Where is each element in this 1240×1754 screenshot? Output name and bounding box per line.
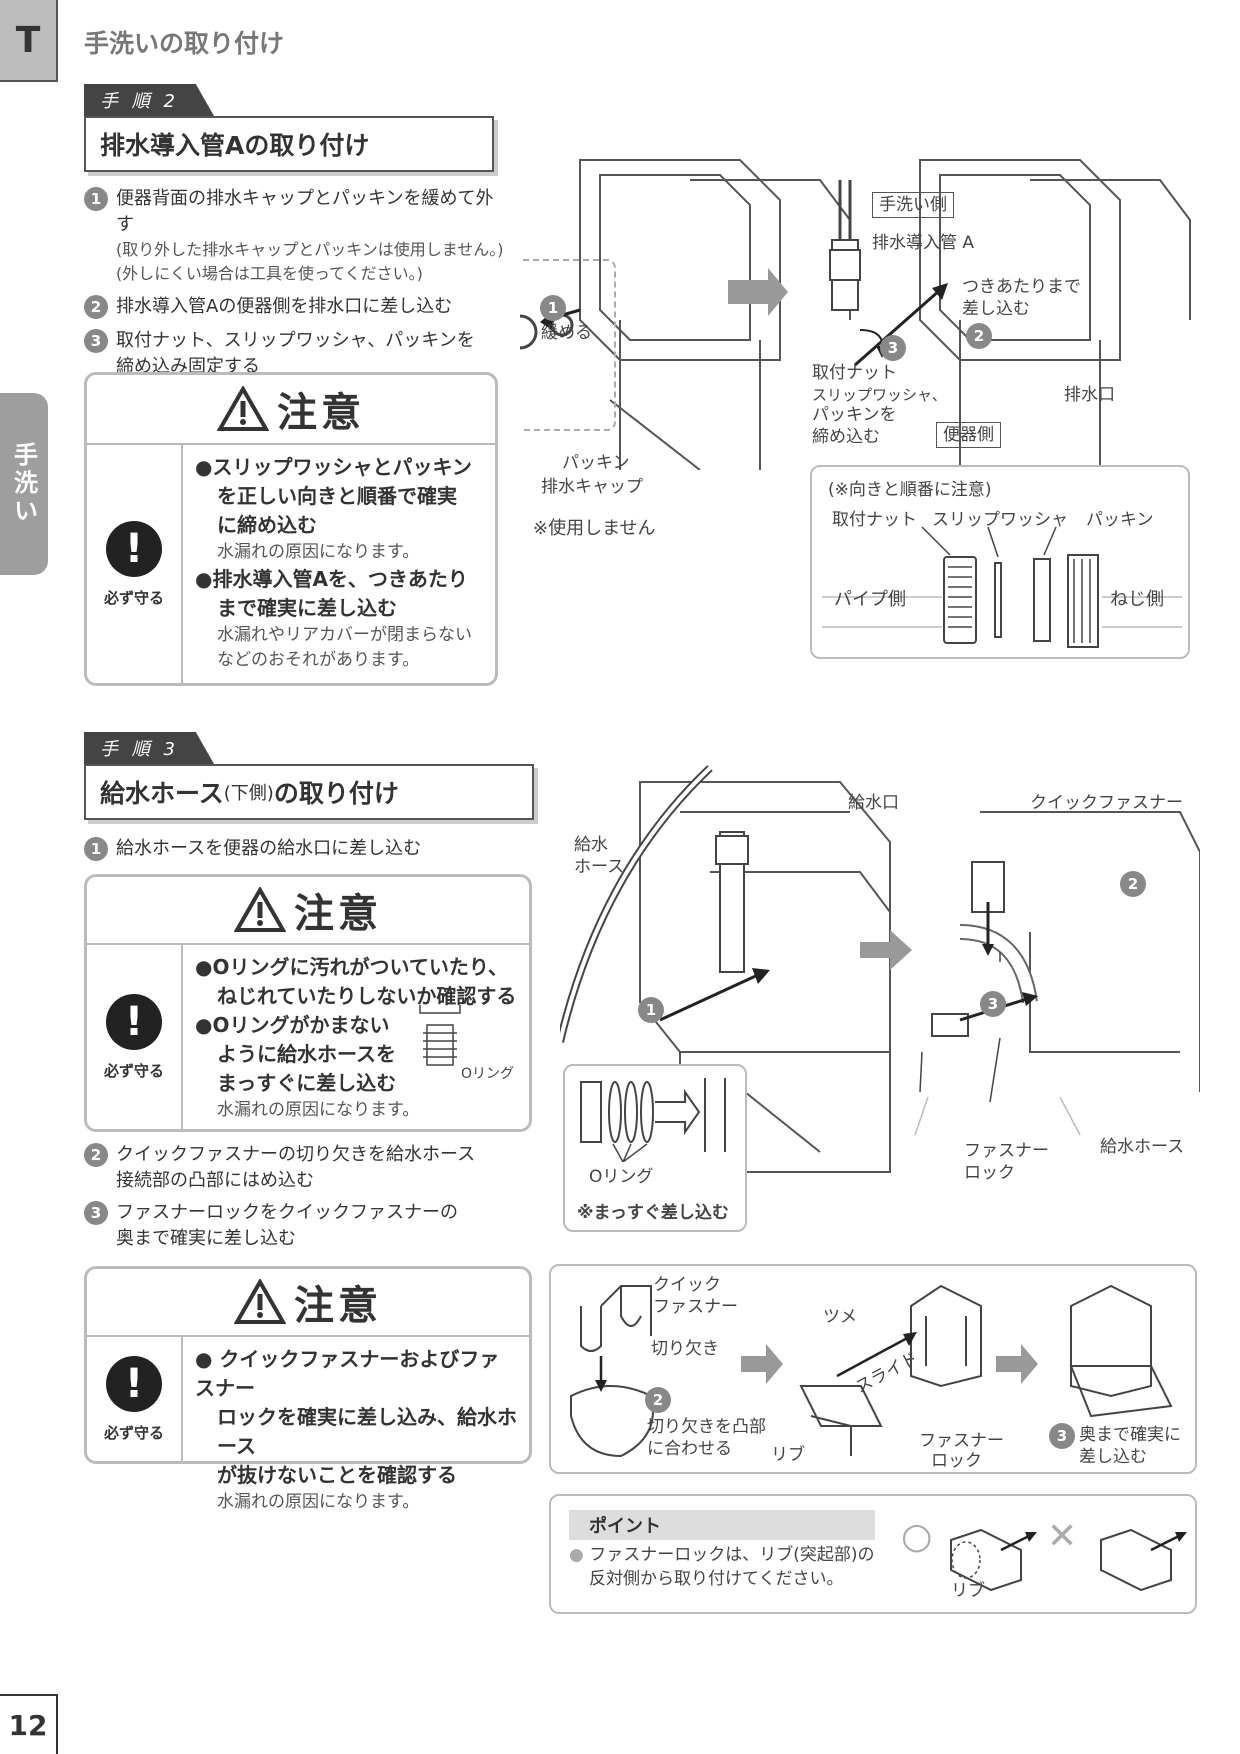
ng-mark: ✕ [1047, 1516, 1078, 1557]
side-index-tab[interactable]: 手洗い [0, 393, 48, 575]
point-diagram [950, 1528, 1187, 1592]
label-nut-3: パッキンを [812, 405, 897, 425]
label-lock-2: ロック [931, 1451, 982, 1471]
label-drain-outlet: 排水口 [1064, 385, 1115, 405]
label-qf-2: ファスナー [653, 1297, 738, 1317]
must-icon: ! [106, 1355, 162, 1412]
step2-tag: 手 順 2 [84, 84, 214, 116]
order-detail-box: (※向きと順番に注意) 取付ナット スリップワッシャ パッキン パイプ側 ねじ側 [810, 465, 1190, 659]
callout-1: 1 [638, 997, 664, 1023]
label-hose-1: 給水 [574, 835, 608, 855]
label-screw-side: ねじ側 [1110, 589, 1164, 610]
caution-header: 注意 [87, 375, 495, 445]
page-number: 12 [0, 1694, 58, 1754]
warning-icon [234, 887, 286, 932]
warning-icon [234, 1279, 286, 1324]
label-notch: 切り欠き [651, 1339, 719, 1359]
step3-caution-box-1: 注意 !必ず守る ●Oリングに汚れがついていたり、 ねじれていたりしないか確認す… [84, 874, 532, 1132]
callout-1: 1 [540, 295, 566, 321]
label-qf-1: クイック [653, 1275, 721, 1295]
callout-2: 2 [645, 1387, 671, 1413]
label-rib: リブ [771, 1445, 805, 1465]
label-rib: リブ [951, 1581, 985, 1601]
label-oring: Oリング [589, 1167, 654, 1187]
point-heading: ポイント [569, 1510, 875, 1540]
fastener-steps-diagram [570, 1284, 1173, 1458]
label-align-1: 切り欠きを凸部 [647, 1417, 766, 1437]
label-deep-1: 奥まで確実に [1079, 1425, 1181, 1445]
label-not-used: ※使用しません [533, 518, 656, 539]
label-lock-2: ロック [964, 1163, 1015, 1183]
must-icon: ! [106, 520, 162, 577]
label-water-inlet: 給水口 [848, 793, 899, 813]
label-align-2: に合わせる [647, 1439, 732, 1459]
label-lock-1: ファスナー [919, 1431, 1004, 1451]
label-hand-wash-side: 手洗い側 [872, 192, 954, 218]
label-pipe-side: パイプ側 [834, 589, 906, 610]
label-nut-4: 締め込む [812, 427, 880, 447]
point-text-2: 反対側から取り付けてください。 [589, 1569, 844, 1589]
label-nut-1: 取付ナット [812, 363, 897, 383]
warning-icon [217, 386, 269, 431]
label-lock-1: ファスナー [964, 1141, 1049, 1161]
label-deep-2: 差し込む [1079, 1447, 1147, 1467]
label-hose-2: ホース [574, 857, 625, 877]
oring-diagram [419, 1005, 461, 1066]
label-push-2: 差し込む [962, 299, 1030, 319]
callout-3: 3 [1049, 1423, 1075, 1449]
ok-mark: ○ [901, 1516, 933, 1557]
label-pipe-a: 排水導入管 A [872, 233, 975, 253]
step3-caution-box-2: 注意 !必ず守る ● クイックファスナーおよびファスナー ロックを確実に差し込み… [84, 1266, 532, 1512]
page-title: 手洗いの取り付け [84, 29, 285, 58]
label-quick-fastener: クイックファスナー [1030, 793, 1183, 813]
label-nut: 取付ナット [832, 510, 917, 530]
callout-3: 3 [880, 335, 906, 361]
step3-tag: 手 順 3 [84, 732, 214, 764]
point-box: ポイント ● ファスナーロックは、リブ(突起部)の 反対側から取り付けてください… [549, 1494, 1197, 1614]
oring-detail-box: Oリング ※まっすぐ差し込む [563, 1064, 747, 1232]
label-drain-cap: 排水キャップ [541, 477, 643, 497]
must-icon: ! [106, 993, 162, 1050]
step2-caution-box: 注意 !必ず守る ●スリップワッシャとパッキン を正しい向きと順番で確実 に締め… [84, 372, 498, 686]
label-insert-straight: ※まっすぐ差し込む [577, 1203, 729, 1223]
label-oring-small: Oリング [461, 1066, 515, 1082]
label-nut-2: スリップワッシャ、 [812, 386, 947, 404]
label-packing: パッキン [562, 453, 630, 473]
label-toilet-side: 便器側 [936, 422, 1001, 448]
step3-title: 給水ホース(下側)の取り付け [84, 764, 534, 820]
chapter-tab: T [0, 0, 58, 82]
step2-illustration [520, 159, 1191, 470]
label-loosen: 緩める [541, 323, 592, 343]
fastener-detail-box: クイック ファスナー 切り欠き 2 切り欠きを凸部 に合わせる ツメ スライド … [549, 1264, 1197, 1474]
label-claw: ツメ [823, 1307, 857, 1327]
label-gasket: パッキン [1086, 510, 1154, 530]
label-order-note: (※向きと順番に注意) [828, 480, 992, 500]
callout-2: 2 [966, 323, 992, 349]
oring-closeup [580, 1078, 726, 1162]
label-push-1: つきあたりまで [962, 277, 1081, 297]
step2-title: 排水導入管Aの取り付け [84, 116, 494, 172]
label-water-hose: 給水ホース [1100, 1137, 1185, 1157]
callout-2: 2 [1120, 871, 1146, 897]
point-text: ● ファスナーロックは、リブ(突起部)の [569, 1545, 875, 1565]
label-slip-washer: スリップワッシャ [932, 510, 1068, 530]
washer-order-diagram [822, 526, 1182, 648]
callout-3: 3 [980, 991, 1006, 1017]
